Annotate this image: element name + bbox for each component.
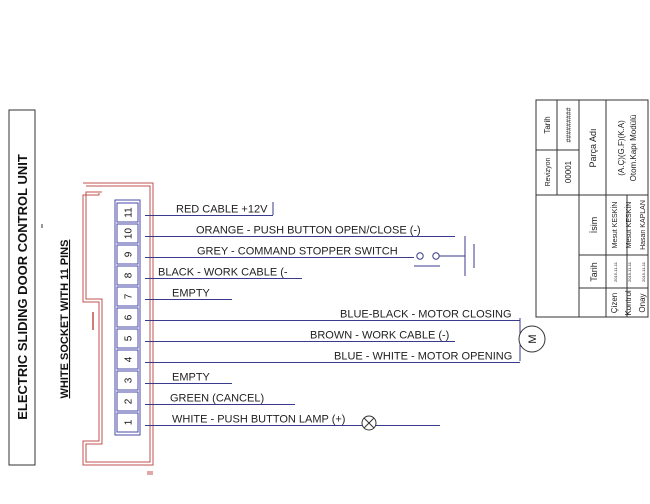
signer-date: 2015-11-11 bbox=[641, 261, 646, 282]
date-value: ######### bbox=[566, 107, 573, 142]
signer-date: 2015-11-11 bbox=[627, 261, 632, 282]
pin-number: 8 bbox=[124, 272, 135, 278]
wire-label: ORANGE - PUSH BUTTON OPEN/CLOSE (-) bbox=[196, 225, 421, 237]
wire-label: BLUE-BLACK - MOTOR CLOSING bbox=[340, 309, 512, 321]
pin-box-11 bbox=[116, 202, 139, 223]
pin-number: 6 bbox=[124, 314, 135, 320]
pin-number: 3 bbox=[124, 377, 135, 383]
pin-box-7 bbox=[116, 286, 139, 307]
pin-box-5 bbox=[116, 328, 139, 349]
wire-label: EMPTY bbox=[172, 288, 211, 300]
pin-number: 2 bbox=[124, 398, 135, 404]
signer-role: Çizen bbox=[610, 293, 619, 313]
motor-label: M bbox=[527, 334, 539, 343]
diagram-title: ELECTRIC SLIDING DOOR CONTROL UNIT bbox=[15, 154, 30, 420]
socket-subtitle: WHITE SOCKET WITH 11 PINS bbox=[59, 240, 71, 399]
pin-number: 10 bbox=[124, 228, 135, 240]
date-header: Tarih bbox=[589, 262, 599, 282]
pin-box-9 bbox=[116, 244, 139, 265]
name-header: İsim bbox=[589, 217, 599, 234]
part-name-line2: Otom.Kapı Modülü bbox=[629, 115, 638, 182]
wire-label: GREEN (CANCEL) bbox=[170, 393, 264, 405]
date-label: Tarih bbox=[543, 116, 552, 133]
wire-label: WHITE - PUSH BUTTON LAMP (+) bbox=[172, 414, 345, 426]
title-box: ELECTRIC SLIDING DOOR CONTROL UNIT bbox=[8, 109, 36, 466]
pin-number: 9 bbox=[124, 251, 135, 257]
part-name-line1: (A.Ç)(G.F)(K.A) bbox=[617, 120, 626, 176]
wire-label: BLACK - WORK CABLE (- bbox=[158, 267, 288, 279]
revision-label: Revizyon bbox=[545, 158, 552, 187]
signer-role: Onay bbox=[638, 293, 647, 312]
wire-label: GREY - COMMAND STOPPER SWITCH bbox=[197, 246, 398, 258]
motor-symbol: M bbox=[518, 318, 546, 361]
pin-box-6 bbox=[116, 307, 139, 328]
title-block bbox=[535, 99, 649, 318]
pin-box-8 bbox=[116, 265, 139, 286]
pin-number: 4 bbox=[124, 356, 135, 362]
stopper-switch-symbol bbox=[414, 236, 475, 276]
wires: RED CABLE +12V ORANGE - PUSH BUTTON OPEN/… bbox=[145, 204, 520, 426]
signer-name: Hasan KAPLAN bbox=[640, 200, 647, 250]
pin-number: 7 bbox=[124, 293, 135, 299]
pin-number: 11 bbox=[124, 207, 135, 218]
signer-name: Mesut KESKİN bbox=[610, 202, 619, 249]
wire-label: RED CABLE +12V bbox=[176, 204, 268, 216]
pin-box-2 bbox=[116, 391, 139, 412]
pin-box-4 bbox=[116, 349, 139, 370]
revision-value: 00001 bbox=[564, 160, 573, 183]
pin-number: 5 bbox=[124, 335, 135, 341]
lamp-symbol bbox=[361, 415, 377, 431]
wire-label: BLUE - WHITE - MOTOR OPENING bbox=[334, 351, 512, 363]
pin-column: 11 10 9 8 7 6 5 4 3 2 1 bbox=[114, 199, 141, 436]
pin-number: 1 bbox=[124, 419, 135, 425]
pin-box-3 bbox=[116, 370, 139, 391]
wire-label: EMPTY bbox=[172, 372, 211, 384]
pin-box-1 bbox=[116, 412, 139, 433]
part-name-label: Parça Adı bbox=[588, 128, 598, 167]
signer-name: Mesut KESKİN bbox=[624, 202, 633, 249]
signer-role: Kontrol bbox=[624, 290, 633, 316]
connector-housing bbox=[82, 182, 154, 475]
wire-label: BROWN - WORK CABLE (-) bbox=[310, 330, 449, 342]
pin-box-10 bbox=[116, 223, 139, 244]
signer-date: 2015-11-11 bbox=[613, 261, 618, 282]
